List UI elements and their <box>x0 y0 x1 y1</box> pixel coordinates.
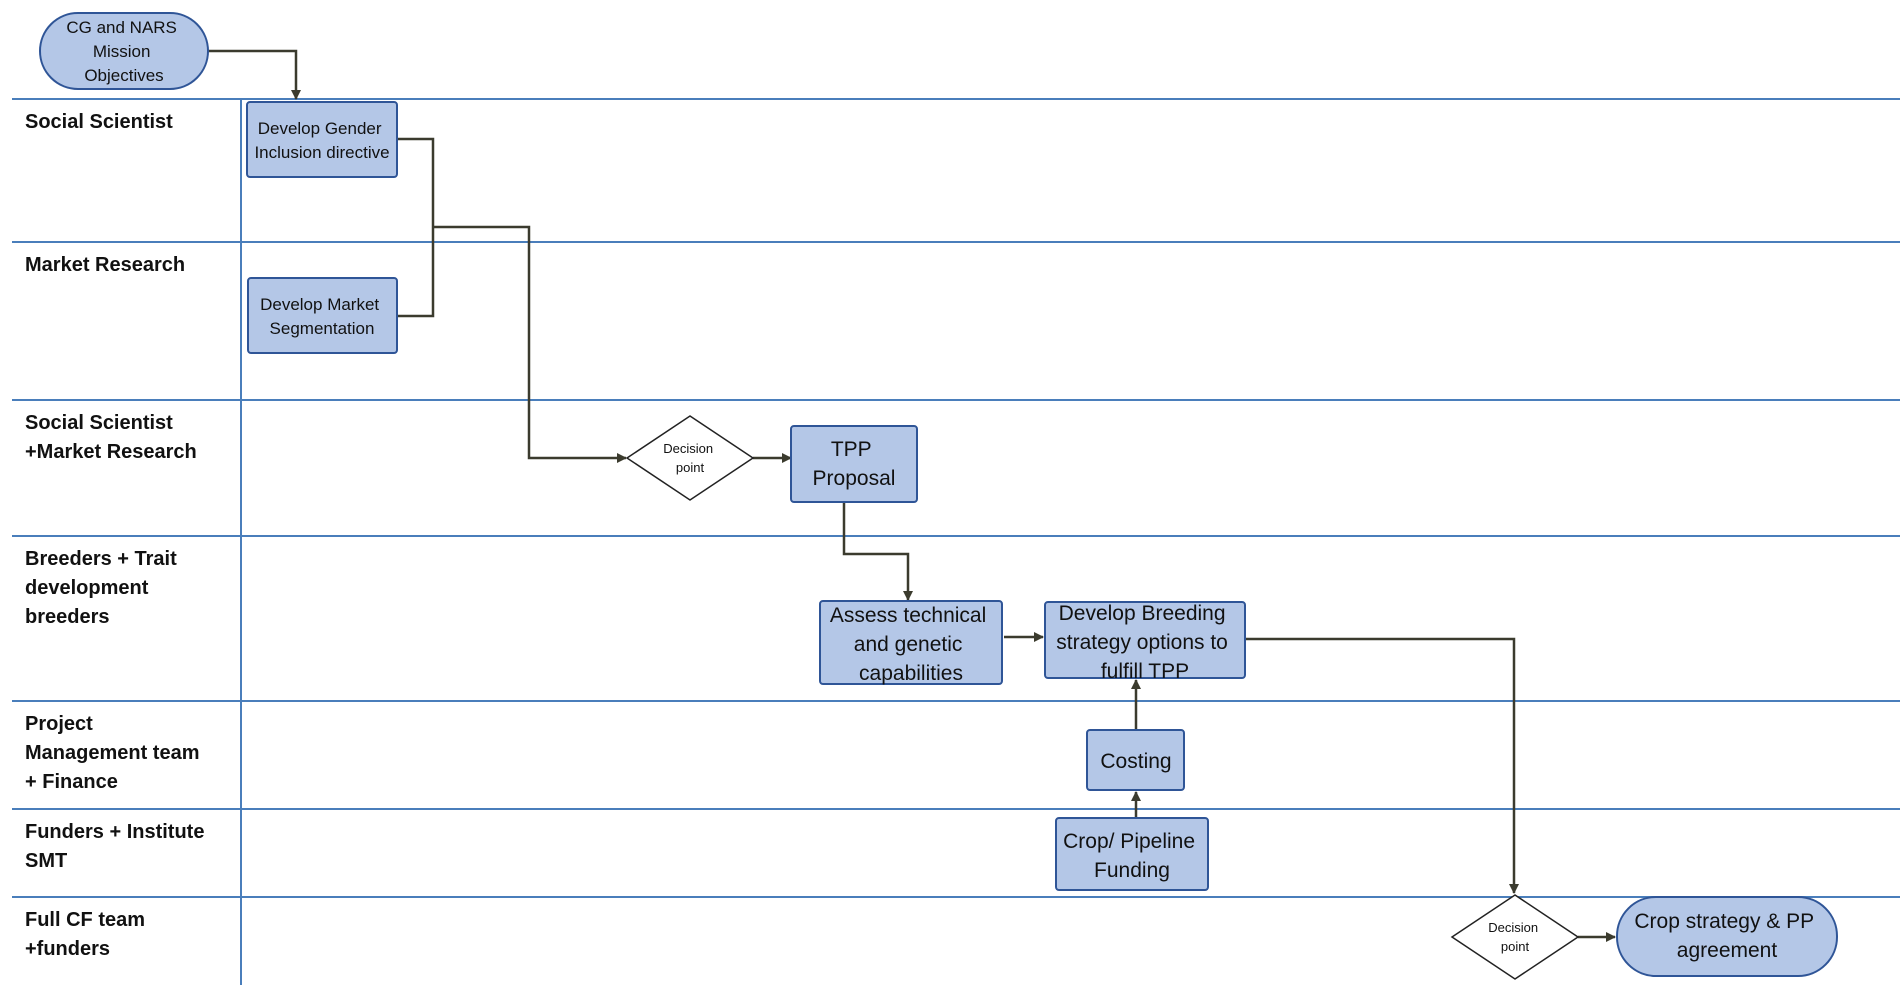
develop-gender-inclusion-shape <box>246 101 398 178</box>
lane-label-social-market: Social Scientist +Market Research <box>25 412 197 463</box>
mission-objectives-line: Objectives <box>84 66 163 85</box>
develop-breeding-strategy-line: Develop Breeding <box>1059 602 1226 625</box>
develop-breeding-strategy-line: strategy options to <box>1056 631 1228 654</box>
svg-text:Crop strategy & PP agree: Crop strategy & PP agreement <box>1634 910 1819 962</box>
develop-gender-inclusion-node: Develop Gender Inclusion directive <box>246 101 398 178</box>
mission-objectives-node: CG and NARS Mission Objectives <box>39 12 209 90</box>
svg-text:TPP Proposal: TPP Proposal <box>813 438 896 490</box>
connector-mission-to-gender <box>208 49 301 100</box>
svg-text:Develop Breeding strateg: Develop Breeding strategy options to ful… <box>1056 602 1233 683</box>
costing-line: Costing <box>1100 750 1171 773</box>
svg-text:Decision point: Decision point <box>1488 920 1541 954</box>
tpp-proposal-line: TPP <box>831 438 871 461</box>
decision-point-1-node: Decision point <box>625 415 755 501</box>
develop-breeding-strategy-shape <box>1044 601 1246 679</box>
costing-shape <box>1086 729 1185 791</box>
develop-market-segmentation-line: Segmentation <box>270 319 375 338</box>
develop-market-segmentation-shape <box>247 277 398 354</box>
develop-market-segmentation-node: Develop Market Segmentation <box>247 277 398 354</box>
tpp-proposal-shape <box>790 425 918 503</box>
connector-merge-to-decision1 <box>433 225 627 463</box>
lane-labels: Social Scientist Market Research Social … <box>25 111 210 960</box>
decision-point-2-node: Decision point <box>1450 894 1580 980</box>
connectors <box>208 49 1616 942</box>
mission-objectives-line: Mission <box>93 42 151 61</box>
mission-objectives-shape <box>39 12 209 90</box>
lane-separators <box>12 98 1900 985</box>
develop-gender-inclusion-line: Inclusion directive <box>254 143 389 162</box>
svg-text:Costing: Costing <box>1100 750 1171 773</box>
crop-strategy-agreement-line: Crop strategy & PP <box>1634 910 1813 933</box>
assess-capabilities-line: capabilities <box>859 662 963 685</box>
crop-pipeline-funding-line: Funding <box>1094 859 1170 882</box>
costing-node: Costing <box>1086 729 1185 791</box>
decision-point-2-line: point <box>1501 939 1530 954</box>
crop-pipeline-funding-shape <box>1055 817 1209 891</box>
svg-text:Develop Market Segmentat: Develop Market Segmentation <box>260 295 384 338</box>
decision-point-2-line: Decision <box>1488 920 1538 935</box>
assess-capabilities-line: Assess technical <box>830 604 986 627</box>
svg-text:Assess technical and gen: Assess technical and genetic capabilitie… <box>830 604 992 685</box>
lane-label-breeders: Breeders + Trait development breeders <box>25 548 182 628</box>
svg-text:Crop/ Pipeline Funding: Crop/ Pipeline Funding <box>1063 830 1201 882</box>
develop-breeding-strategy-line: fulfill TPP <box>1101 660 1189 683</box>
svg-text:Decision point: Decision point <box>663 441 716 475</box>
connector-strategy-to-decision2 <box>1245 637 1519 894</box>
crop-pipeline-funding-node: Crop/ Pipeline Funding <box>1055 817 1209 891</box>
develop-market-segmentation-line: Develop Market <box>260 295 379 314</box>
lane-label-funders: Funders + Institute SMT <box>25 821 210 872</box>
crop-strategy-agreement-shape <box>1616 896 1838 977</box>
svg-text:Develop Gender Inclusion: Develop Gender Inclusion directive <box>254 119 389 162</box>
lane-label-full-cf-team: Full CF team +funders <box>25 909 151 960</box>
svg-text:CG and NARS Mission: CG and NARS Mission Objectives <box>66 18 181 85</box>
lane-label-social-scientist: Social Scientist <box>25 111 173 133</box>
connector-tpp-to-assess <box>842 502 913 601</box>
crop-pipeline-funding-line: Crop/ Pipeline <box>1063 830 1195 853</box>
assess-capabilities-shape <box>819 600 1003 685</box>
crop-strategy-agreement-node: Crop strategy & PP agreement <box>1616 896 1838 977</box>
decision-point-2-shape <box>1450 894 1580 980</box>
decision-point-1-line: point <box>676 460 705 475</box>
connector-segmentation-to-merge <box>397 227 435 318</box>
tpp-proposal-node: TPP Proposal <box>790 425 918 503</box>
crop-strategy-agreement-line: agreement <box>1677 939 1778 962</box>
connector-gender-to-merge <box>397 137 435 227</box>
decision-point-1-shape <box>625 415 755 501</box>
assess-capabilities-node: Assess technical and genetic capabilitie… <box>819 600 1003 685</box>
assess-capabilities-line: and genetic <box>854 633 963 656</box>
lane-label-project-management: Project Management team + Finance <box>25 713 205 793</box>
develop-breeding-strategy-node: Develop Breeding strategy options to ful… <box>1044 601 1246 683</box>
mission-objectives-line: CG and NARS <box>66 18 177 37</box>
decision-point-1-line: Decision <box>663 441 713 456</box>
lane-label-market-research: Market Research <box>25 254 185 276</box>
develop-gender-inclusion-line: Develop Gender <box>258 119 382 138</box>
tpp-proposal-line: Proposal <box>813 467 896 490</box>
